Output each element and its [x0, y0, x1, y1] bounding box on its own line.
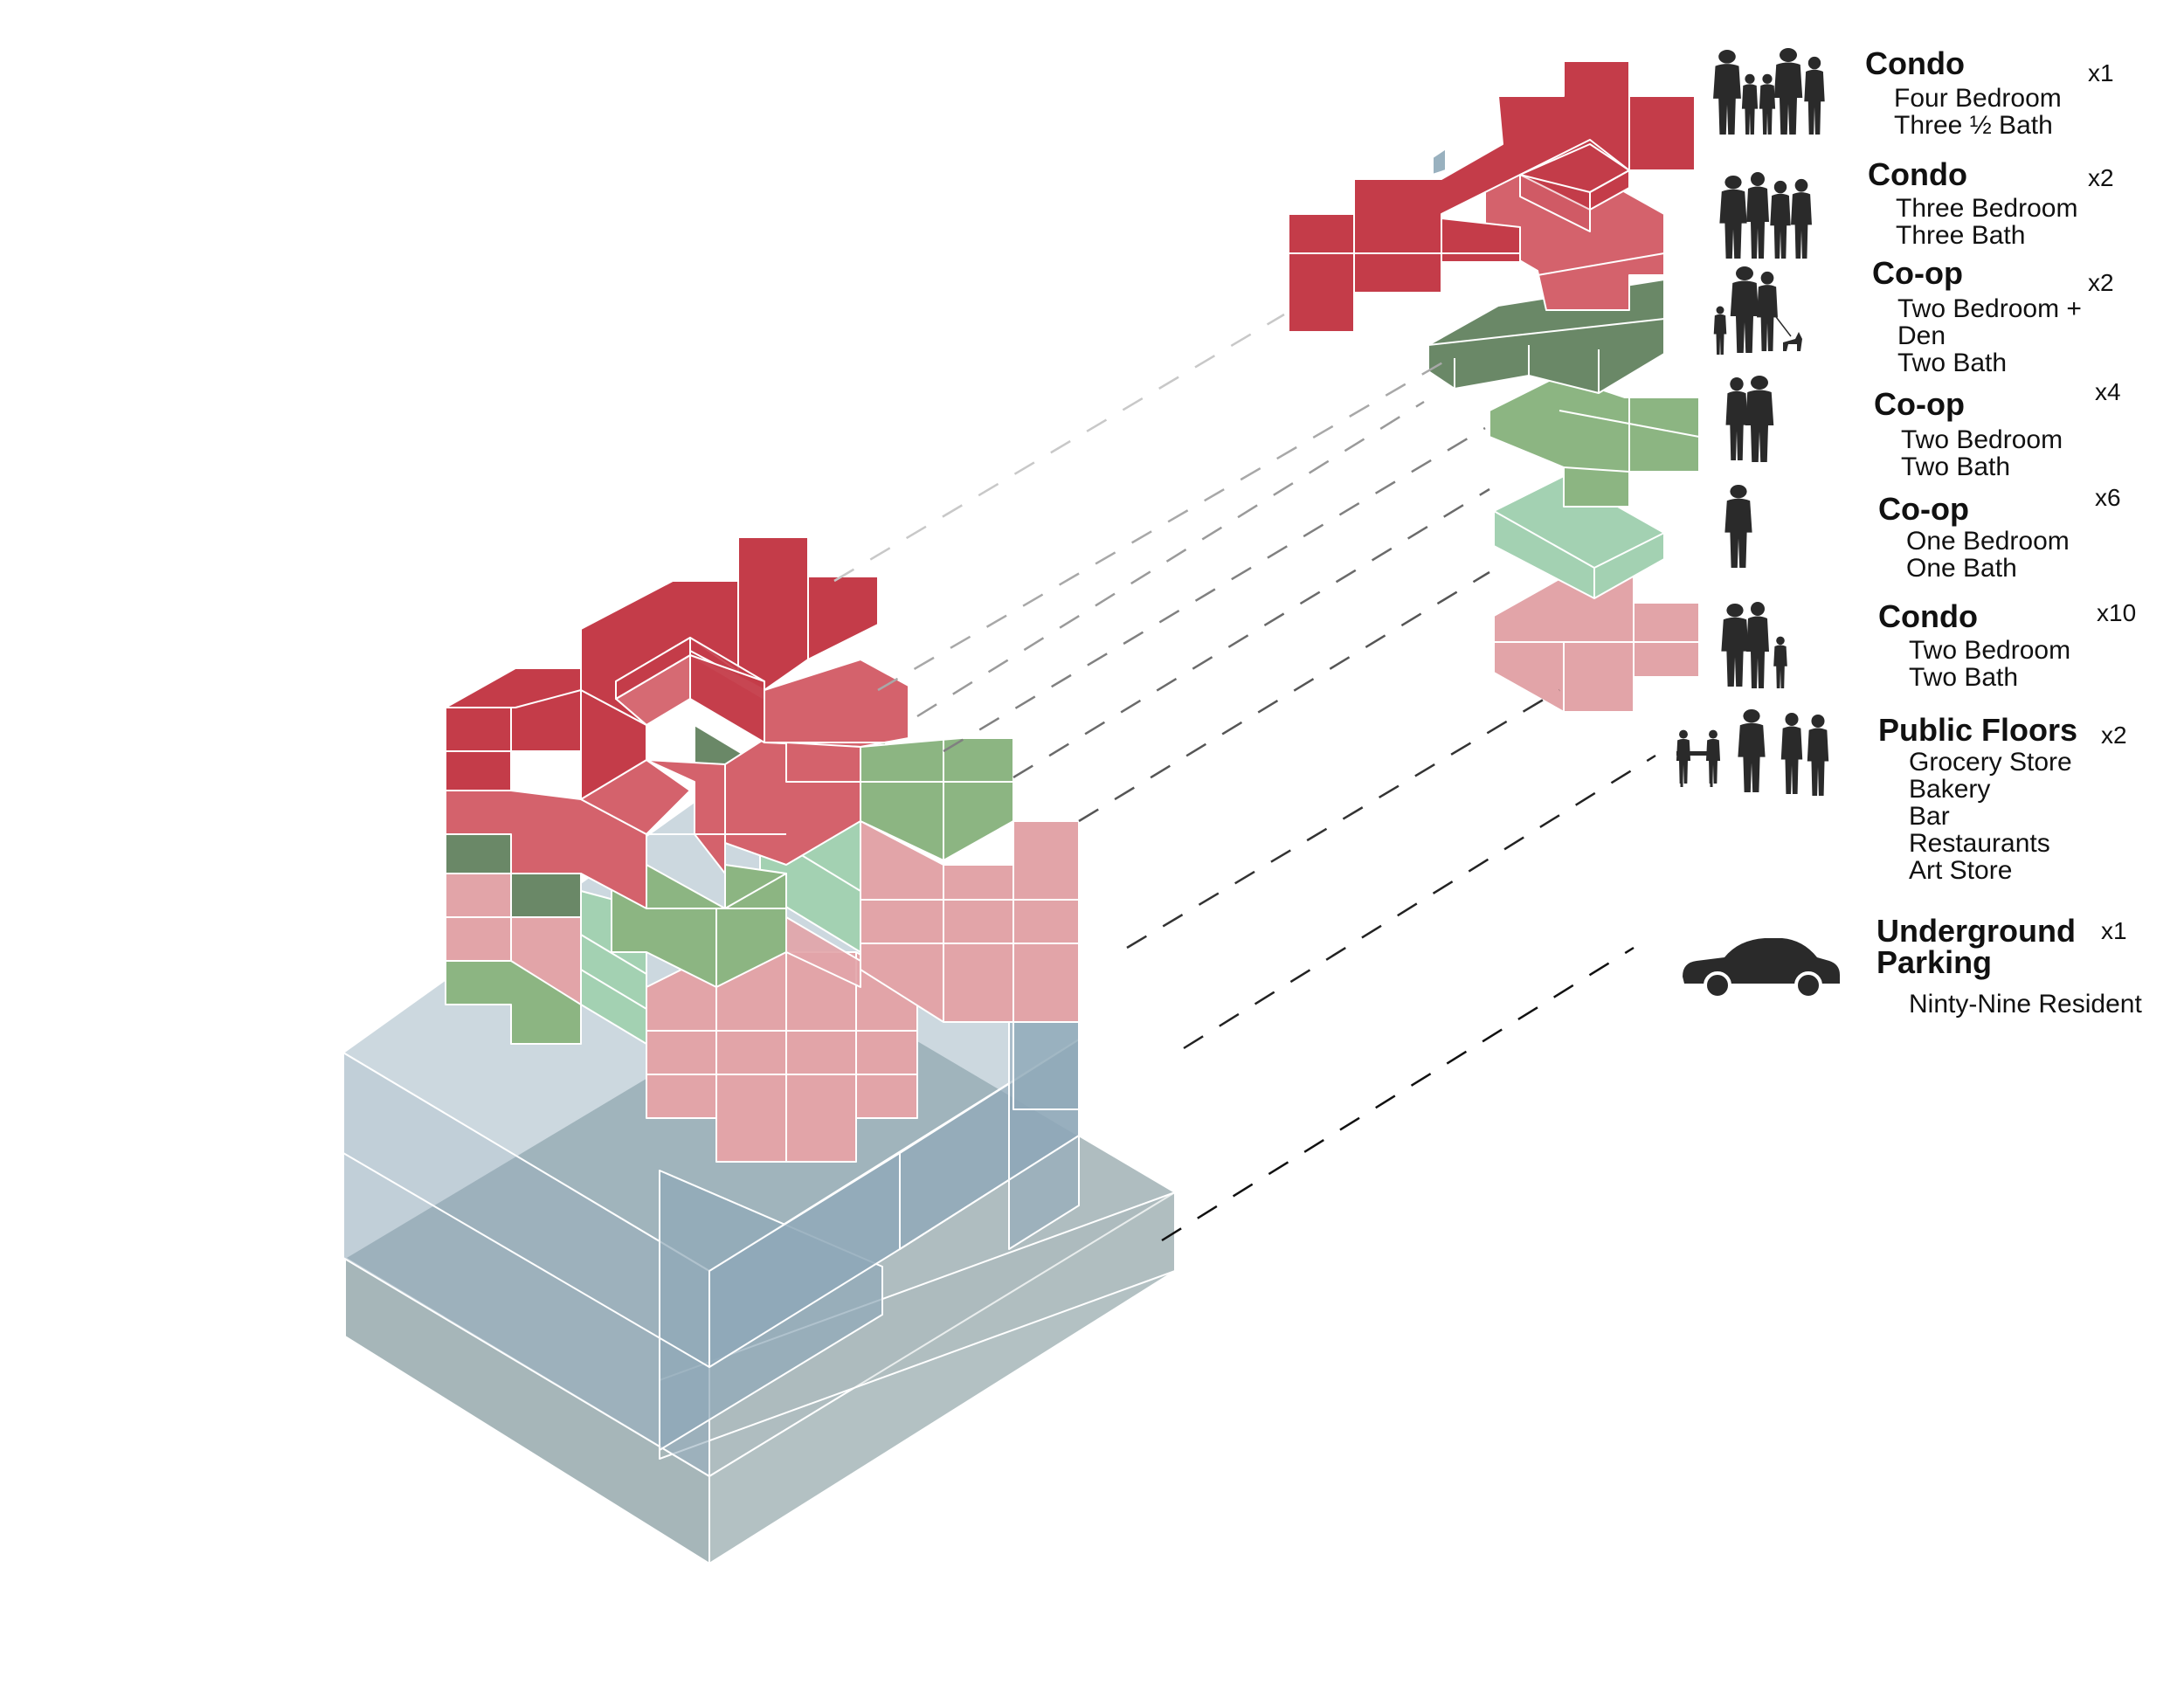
legend-count: x6 — [2095, 484, 2121, 511]
legend-detail-line: Three ½ Bath — [1894, 111, 2053, 140]
legend-detail-line: Two Bedroom — [1901, 425, 2063, 454]
legend-title: Co-op — [1874, 386, 1965, 422]
legend-detail-line: Four Bedroom — [1894, 84, 2062, 113]
coop-two-bedroom-block — [445, 733, 1014, 1045]
legend-detail-line: Grocery Store — [1909, 748, 2072, 777]
exploded-condo-two-bedroom — [1493, 576, 1700, 713]
car-icon — [1677, 917, 1843, 1009]
legend-detail-line: One Bedroom — [1906, 527, 2070, 556]
parents-with-child-icon — [1719, 597, 1798, 698]
legend-title: Public Floors — [1878, 712, 2078, 748]
legend-detail-line: Two Bedroom — [1909, 636, 2071, 665]
family-with-dog-icon — [1708, 262, 1813, 363]
single-person-icon — [1721, 479, 1760, 579]
legend-detail-line: Art Store — [1909, 856, 2013, 885]
legend-detail-line: Two Bath — [1897, 349, 2008, 377]
legend-detail-line: Three Bath — [1896, 221, 2026, 250]
condo-four-bedroom-block — [445, 536, 879, 800]
exploded-unit-stack — [1288, 60, 1700, 713]
legend-count: x2 — [2101, 722, 2127, 749]
legend-title: Co-op — [1878, 491, 1969, 527]
legend-title: Underground Parking — [1876, 913, 2076, 980]
legend-title: Condo — [1878, 598, 1978, 634]
couple-icon — [1719, 371, 1780, 472]
dashed-leader-lines — [833, 313, 1656, 1242]
legend-detail-line: Bakery — [1909, 775, 1991, 804]
legend-detail-line: Den — [1897, 321, 1946, 350]
family-of-five-icon — [1708, 44, 1830, 144]
legend-count: x4 — [2095, 378, 2121, 405]
main-building-stack — [342, 536, 1176, 1564]
legend-detail-line: Restaurants — [1909, 829, 2050, 858]
legend-detail-line: Ninty-Nine Resident — [1909, 990, 2142, 1019]
legend-details: Ninty-Nine Resident — [1909, 991, 2142, 1018]
legend-count: x1 — [2088, 59, 2114, 86]
legend-detail-line: Two Bath — [1901, 452, 2011, 481]
legend-title: Co-op — [1872, 255, 1963, 291]
legend-count: x2 — [2088, 164, 2114, 191]
family-of-four-icon — [1712, 168, 1817, 268]
exploded-condo-four-bedroom — [1288, 60, 1696, 333]
legend-count: x2 — [2088, 269, 2114, 296]
legend-detail-line: Two Bedroom + — [1897, 294, 2082, 323]
legend-count: x10 — [2097, 599, 2137, 626]
legend-detail-line: Bar — [1909, 802, 1950, 831]
legend-detail-line: One Bath — [1906, 554, 2017, 583]
exploded-coop-two-bedroom — [1489, 375, 1700, 508]
legend-title: Condo — [1865, 45, 1965, 81]
shoppers-icon — [1664, 703, 1839, 804]
legend-title: Condo — [1868, 156, 1967, 192]
legend-detail-line: Three Bedroom — [1896, 194, 2078, 223]
legend-count: x1 — [2101, 917, 2127, 944]
legend-detail-line: Two Bath — [1909, 663, 2019, 692]
